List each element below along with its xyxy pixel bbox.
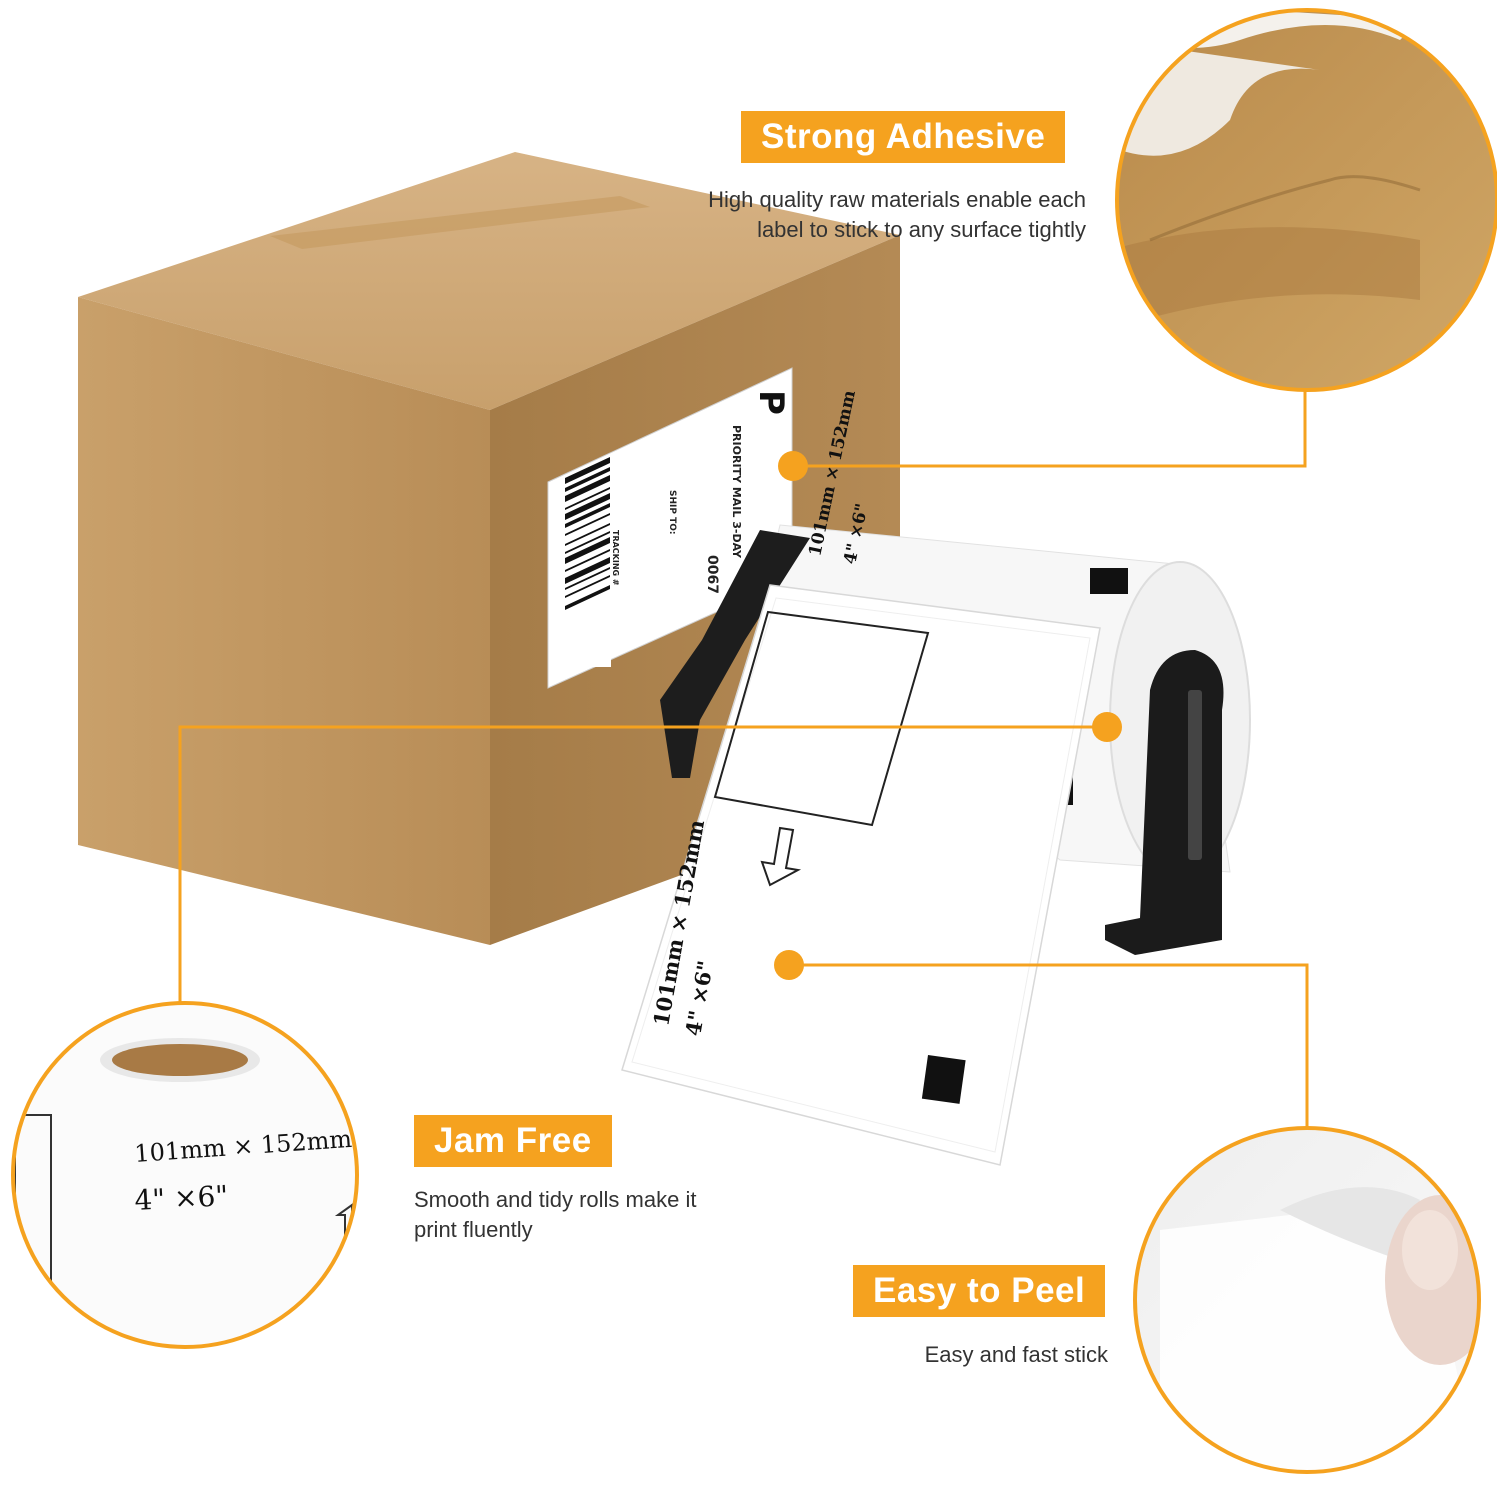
barcode-bar xyxy=(565,575,610,598)
feature-title-jam-free: Jam Free xyxy=(414,1115,612,1167)
box-tape xyxy=(270,196,650,249)
shipping-code: 0067 xyxy=(704,555,720,594)
feature-desc-line: Easy and fast stick xyxy=(924,1342,1108,1367)
barcode-bar xyxy=(565,567,610,590)
feature-title-easy-to-peel: Easy to Peel xyxy=(853,1265,1106,1317)
barcode-bar xyxy=(565,585,610,610)
barcode-bar xyxy=(565,475,610,502)
shipping-tracking: TRACKING # xyxy=(611,530,620,586)
feature-desc-line: High quality raw materials enable each xyxy=(708,187,1086,212)
shipping-ship-to: SHIP TO: xyxy=(667,490,677,534)
feature-desc-line: Smooth and tidy rolls make it xyxy=(414,1187,697,1212)
shipping-service-name: PRIORITY MAIL 3-DAY xyxy=(730,425,743,559)
barcode-bar xyxy=(565,503,610,528)
jam-free-ring xyxy=(11,1001,359,1349)
adhesive-closeup xyxy=(1115,8,1497,392)
connector-jam xyxy=(178,725,1107,1003)
shipping-service-letter: P xyxy=(751,390,791,415)
feature-title-strong-adhesive: Strong Adhesive xyxy=(741,111,1066,163)
peel-ring xyxy=(1133,1126,1481,1474)
closeup-size-in: 4" ×6" xyxy=(134,1179,229,1217)
barcode-bar xyxy=(565,493,610,520)
dot-jam xyxy=(1092,712,1122,742)
barcode-bar xyxy=(565,467,610,492)
barcode-area xyxy=(561,482,611,667)
shipping-label: P PRIORITY MAIL 3-DAY SHIP TO: TRACKING … xyxy=(547,367,793,689)
jam-free-closeup: 101mm × 152mm 4" ×6" xyxy=(11,1001,359,1349)
holder-slot xyxy=(1188,690,1202,860)
dot-adhesive xyxy=(778,451,808,481)
barcode-bar xyxy=(565,513,610,536)
barcode-bar xyxy=(565,487,610,510)
feature-desc-strong-adhesive: High quality raw materials enable each l… xyxy=(600,185,1086,245)
feed-arrow-icon xyxy=(760,826,802,887)
connector-lines xyxy=(178,355,1309,1128)
feature-desc-line: print fluently xyxy=(414,1217,533,1242)
barcode-bar xyxy=(565,537,610,564)
feature-desc-jam-free: Smooth and tidy rolls make it print flue… xyxy=(414,1185,696,1245)
label-sheet-border xyxy=(631,597,1091,1153)
barcode-bar xyxy=(565,531,610,554)
barcode-bar xyxy=(565,457,610,484)
feature-desc-easy-to-peel: Easy and fast stick xyxy=(800,1340,1108,1370)
label-roll: 101mm × 152mm 4" ×6" 101mm × 152mm 4" ×6… xyxy=(621,389,1251,1166)
connector-adhesive xyxy=(793,355,1307,468)
connector-peel xyxy=(789,963,1309,1128)
feature-desc-line: label to stick to any surface tightly xyxy=(757,217,1086,242)
box-front xyxy=(78,297,490,945)
label-print-box xyxy=(713,610,930,827)
barcode xyxy=(565,457,610,610)
roll-marker-top xyxy=(1090,568,1128,594)
adhesive-ring xyxy=(1115,8,1497,392)
label-sheet xyxy=(621,584,1101,1166)
box-top xyxy=(78,152,900,410)
label-black-mark xyxy=(921,1055,966,1104)
barcode-bar xyxy=(565,549,610,572)
peel-closeup xyxy=(1133,1126,1481,1474)
barcode-bar xyxy=(565,523,610,546)
dot-peel xyxy=(774,950,804,980)
barcode-bar xyxy=(565,557,610,584)
